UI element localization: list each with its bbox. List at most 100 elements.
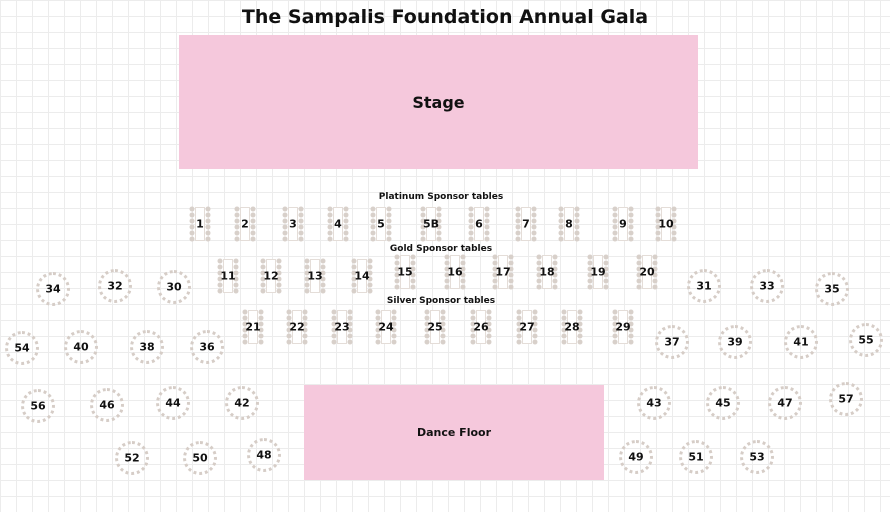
- table-label: 52: [124, 451, 140, 465]
- table-35[interactable]: 35: [815, 272, 849, 306]
- table-label: 1: [196, 217, 204, 231]
- table-32[interactable]: 32: [98, 269, 132, 303]
- table-26[interactable]: 26: [470, 309, 492, 345]
- table-8[interactable]: 8: [558, 206, 580, 242]
- table-label: 10: [658, 217, 674, 231]
- table-44[interactable]: 44: [156, 386, 190, 420]
- table-label: 36: [199, 340, 215, 354]
- table-43[interactable]: 43: [637, 386, 671, 420]
- table-1[interactable]: 1: [189, 206, 211, 242]
- table-18[interactable]: 18: [536, 254, 558, 290]
- table-21[interactable]: 21: [242, 309, 264, 345]
- table-36[interactable]: 36: [190, 330, 224, 364]
- table-label: 27: [519, 320, 535, 334]
- table-5[interactable]: 5: [370, 206, 392, 242]
- table-label: 15: [397, 265, 413, 279]
- table-30[interactable]: 30: [157, 270, 191, 304]
- table-39[interactable]: 39: [718, 325, 752, 359]
- table-label: 54: [14, 341, 30, 355]
- table-label: 5B: [422, 217, 440, 231]
- table-16[interactable]: 16: [444, 254, 466, 290]
- table-label: 28: [564, 320, 580, 334]
- table-11[interactable]: 11: [217, 258, 239, 294]
- table-31[interactable]: 31: [687, 269, 721, 303]
- table-label: 6: [475, 217, 483, 231]
- table-label: 53: [749, 450, 765, 464]
- table-label: 33: [759, 279, 775, 293]
- table-label: 7: [522, 217, 530, 231]
- table-label: 5: [377, 217, 385, 231]
- table-33[interactable]: 33: [750, 269, 784, 303]
- silver-section-label: Silver Sponsor tables: [386, 296, 496, 306]
- table-23[interactable]: 23: [331, 309, 353, 345]
- table-52[interactable]: 52: [115, 441, 149, 475]
- table-12[interactable]: 12: [260, 258, 282, 294]
- table-29[interactable]: 29: [612, 309, 634, 345]
- table-label: 17: [495, 265, 511, 279]
- table-25[interactable]: 25: [424, 309, 446, 345]
- table-17[interactable]: 17: [492, 254, 514, 290]
- table-label: 38: [139, 340, 155, 354]
- table-label: 32: [107, 279, 123, 293]
- table-57[interactable]: 57: [829, 382, 863, 416]
- table-label: 30: [166, 280, 182, 294]
- table-38[interactable]: 38: [130, 330, 164, 364]
- table-label: 45: [715, 396, 731, 410]
- table-label: 26: [473, 320, 489, 334]
- dance-floor-area[interactable]: Dance Floor: [304, 385, 604, 480]
- table-label: 44: [165, 396, 181, 410]
- table-41[interactable]: 41: [784, 325, 818, 359]
- table-53[interactable]: 53: [740, 440, 774, 474]
- table-20[interactable]: 20: [636, 254, 658, 290]
- table-50[interactable]: 50: [183, 441, 217, 475]
- table-49[interactable]: 49: [619, 440, 653, 474]
- table-label: 31: [696, 279, 712, 293]
- table-7[interactable]: 7: [515, 206, 537, 242]
- table-55[interactable]: 55: [849, 323, 883, 357]
- table-label: 14: [354, 269, 370, 283]
- table-label: 51: [688, 450, 704, 464]
- table-13[interactable]: 13: [304, 258, 326, 294]
- table-27[interactable]: 27: [516, 309, 538, 345]
- table-56[interactable]: 56: [21, 389, 55, 423]
- stage-label: Stage: [412, 92, 465, 112]
- table-label: 11: [220, 269, 236, 283]
- table-28[interactable]: 28: [561, 309, 583, 345]
- table-37[interactable]: 37: [655, 325, 689, 359]
- table-46[interactable]: 46: [90, 388, 124, 422]
- table-label: 37: [664, 335, 680, 349]
- table-10[interactable]: 10: [655, 206, 677, 242]
- table-3[interactable]: 3: [282, 206, 304, 242]
- table-34[interactable]: 34: [36, 272, 70, 306]
- table-label: 13: [307, 269, 323, 283]
- gold-section-label: Gold Sponsor tables: [389, 244, 493, 254]
- table-48[interactable]: 48: [247, 438, 281, 472]
- table-label: 18: [539, 265, 555, 279]
- table-54[interactable]: 54: [5, 331, 39, 365]
- table-label: 12: [263, 269, 279, 283]
- page-title: The Sampalis Foundation Annual Gala: [241, 6, 649, 28]
- table-51[interactable]: 51: [679, 440, 713, 474]
- table-label: 35: [824, 282, 840, 296]
- table-label: 39: [727, 335, 743, 349]
- table-6[interactable]: 6: [468, 206, 490, 242]
- table-22[interactable]: 22: [286, 309, 308, 345]
- table-45[interactable]: 45: [706, 386, 740, 420]
- table-label: 21: [245, 320, 261, 334]
- table-label: 48: [256, 448, 272, 462]
- stage-area[interactable]: Stage: [179, 35, 698, 169]
- table-14[interactable]: 14: [351, 258, 373, 294]
- table-42[interactable]: 42: [225, 386, 259, 420]
- table-40[interactable]: 40: [64, 330, 98, 364]
- table-2[interactable]: 2: [234, 206, 256, 242]
- table-19[interactable]: 19: [587, 254, 609, 290]
- table-24[interactable]: 24: [375, 309, 397, 345]
- table-4[interactable]: 4: [327, 206, 349, 242]
- table-9[interactable]: 9: [612, 206, 634, 242]
- table-label: 42: [234, 396, 250, 410]
- table-47[interactable]: 47: [768, 386, 802, 420]
- table-5B[interactable]: 5B: [420, 206, 442, 242]
- table-label: 43: [646, 396, 662, 410]
- table-label: 40: [73, 340, 89, 354]
- table-15[interactable]: 15: [394, 254, 416, 290]
